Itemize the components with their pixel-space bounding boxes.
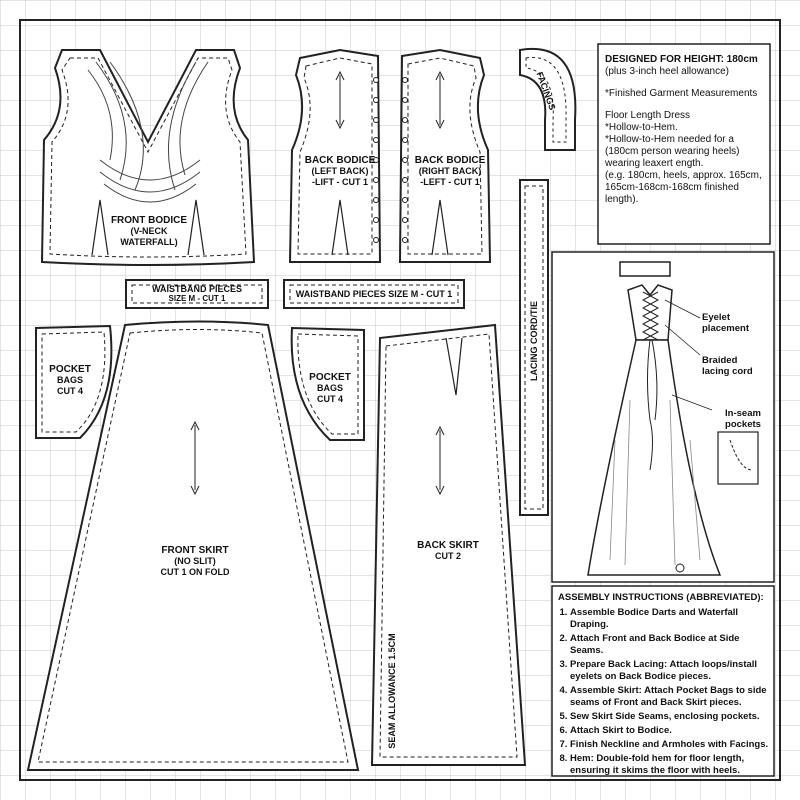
front-bodice-label: FRONT BODICE (V-NECK WATERFALL) — [110, 215, 188, 247]
inseam-callout: In-seam pockets — [725, 408, 761, 430]
facings-piece — [519, 47, 577, 151]
finished-measurements-heading: *Finished Garment Measurements — [605, 88, 758, 99]
front-skirt-label: FRONT SKIRT (NO SLIT) CUT 1 ON FOLD — [160, 545, 230, 577]
assembly-title: ASSEMBLY INSTRUCTIONS (ABBREVIATED): — [558, 592, 764, 603]
assembly-step: Assemble Bodice Darts and Waterfall Drap… — [570, 607, 770, 631]
info-line: wearing leaxert ength. — [605, 158, 704, 169]
assembly-step: Assemble Skirt: Attach Pocket Bags to si… — [570, 685, 770, 709]
pocket-right-label: POCKET BAGS CUT 4 — [309, 372, 351, 404]
info-line: Floor Length Dress — [605, 110, 691, 121]
heel-allowance-note: (plus 3-inch heel allowance) — [605, 66, 729, 77]
info-line: *Hollow-to-Hem needed for a — [605, 134, 734, 145]
assembly-instructions: ASSEMBLY INSTRUCTIONS (ABBREVIATED): Ass… — [558, 592, 770, 779]
back-bodice-right-piece — [398, 48, 492, 263]
assembly-steps: Assemble Bodice Darts and Waterfall Drap… — [558, 607, 770, 777]
seam-allowance-label: SEAM ALLOWANCE 1.5CM — [387, 633, 397, 749]
info-line: (180cm person wearing heels) — [605, 146, 740, 157]
waistband-pieces — [125, 279, 465, 309]
back-skirt-label: BACK SKIRT CUT 2 — [417, 540, 479, 561]
designed-for-height: DESIGNED FOR HEIGHT: 180cm — [605, 54, 758, 65]
back-bodice-left-piece — [288, 48, 382, 263]
front-bodice-piece — [40, 49, 256, 266]
assembly-step: Prepare Back Lacing: Attach loops/instal… — [570, 659, 770, 683]
back-bodice-left-label: BACK BODICE (LEFT BACK) -LIFT - CUT 1 — [304, 155, 376, 187]
info-panel: DESIGNED FOR HEIGHT: 180cm (plus 3-inch … — [605, 54, 767, 206]
assembly-step: Hem: Double-fold hem for floor length, e… — [570, 753, 770, 777]
eyelet-callout: Eyelet placement — [702, 312, 749, 334]
info-line: (e.g. 180cm, heels, approx. 165cm, — [605, 170, 762, 181]
lacing-cord-piece — [519, 179, 549, 516]
assembly-step: Sew Skirt Side Seams, enclosing pockets. — [570, 711, 770, 723]
pocket-left-label: POCKET BAGS CUT 4 — [49, 364, 91, 396]
assembly-step: Attach Skirt to Bodice. — [570, 725, 770, 737]
back-bodice-right-label: BACK BODICE (RIGHT BACK) -LEFT - CUT 1 — [414, 155, 486, 187]
info-line: 165cm-168cm-168cm finished — [605, 182, 739, 193]
front-skirt-piece — [26, 320, 360, 771]
info-line: length). — [605, 194, 639, 205]
waistband-right-label: WAISTBAND PIECES SIZE M - CUT 1 — [295, 289, 453, 299]
dress-illustration — [587, 261, 759, 576]
pocket-bags — [35, 324, 365, 441]
waistband-left-label: WAISTBAND PIECES SIZE M - CUT 1 — [151, 284, 242, 303]
assembly-step: Attach Front and Back Bodice at Side Sea… — [570, 633, 770, 657]
back-skirt-piece — [370, 323, 527, 766]
info-line: *Hollow-to-Hem. — [605, 122, 678, 133]
lacing-cord-label: LACING CORD/TIE — [529, 301, 539, 381]
assembly-step: Finish Neckline and Armholes with Facing… — [570, 739, 770, 751]
braided-callout: Braided lacing cord — [702, 355, 753, 377]
